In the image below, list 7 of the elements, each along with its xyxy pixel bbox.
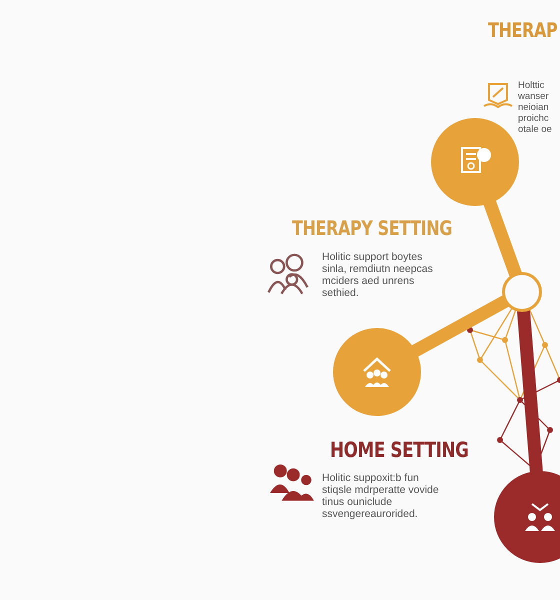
section-heading: THERAPY SETTING <box>292 216 452 240</box>
section-heading: HOME SETTING <box>330 438 469 462</box>
description-text: Holitic suppoxit:b fun stiqsle mdrperatte vovide tinus ouniclude ssvengereaurorided. <box>322 472 440 520</box>
ring-node <box>502 272 542 312</box>
section-heading: THERAP <box>488 18 558 42</box>
description-text: Holitic support boytes sinla, remdiutn neepcas mciders aed unrens sethied. <box>322 251 434 299</box>
description-text: Holttic wanser neioian proichc otale oe <box>518 80 553 135</box>
